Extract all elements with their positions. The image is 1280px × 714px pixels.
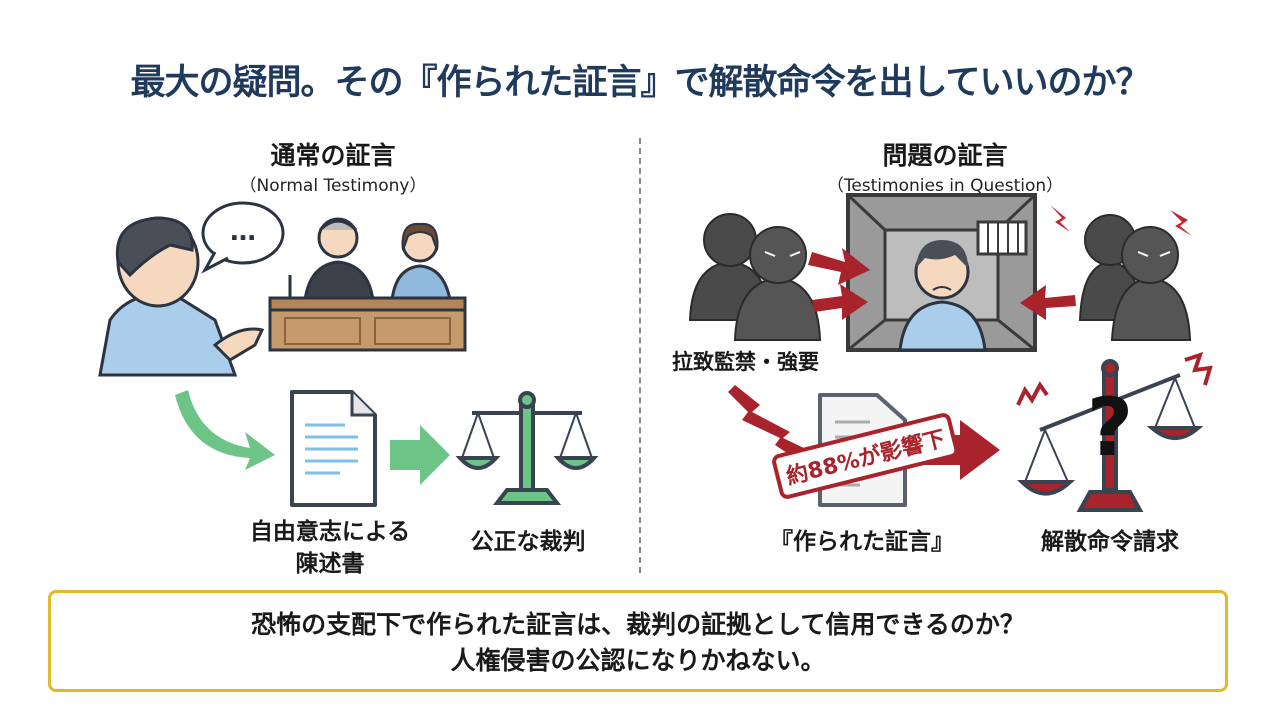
left-heading: 通常の証言 (270, 141, 396, 170)
shadow-figures-right-icon (1078, 214, 1192, 341)
page-title: 最大の疑問。その『作られた証言』で解散命令を出していいのか？ (130, 63, 1151, 103)
judges-bench-illustration (268, 217, 467, 352)
conclusion-box: 恐怖の支配下で作られた証言は、裁判の証拠として信用できるのか？ 人権侵害の公認に… (48, 590, 1228, 692)
conclusion-line-1: 恐怖の支配下で作られた証言は、裁判の証拠として信用できるのか？ (251, 610, 1025, 639)
speech-bubble-icon: … (201, 201, 285, 274)
speaker-illustration (98, 216, 265, 377)
right-heading: 問題の証言 (882, 141, 1008, 170)
shadow-figures-left-icon (688, 213, 822, 341)
left-subheading: （Normal Testimony） (239, 176, 427, 196)
shake-marks-icon (1016, 351, 1213, 406)
right-subheading: （Testimonies in Question） (826, 176, 1064, 196)
free-will-statement-label-2: 陳述書 (295, 551, 365, 577)
section-divider (639, 138, 641, 573)
dissolution-order-label: 解散命令請求 (1041, 529, 1179, 555)
free-will-statement-label-1: 自由意志による (249, 519, 411, 545)
document-icon (290, 390, 377, 507)
fair-trial-label: 公正な裁判 (470, 529, 586, 555)
green-curve-arrow-icon (175, 390, 275, 470)
svg-text:?: ? (1087, 381, 1133, 474)
red-arrows-icon (808, 248, 1076, 320)
balanced-scale-icon (455, 391, 599, 505)
unbalanced-scale-icon: ? (1017, 359, 1204, 512)
conclusion-line-2: 人権侵害の公認になりかねない。 (450, 646, 826, 675)
anger-marks-icon (1050, 205, 1192, 236)
green-arrow-icon (390, 425, 450, 485)
fabricated-testimony-label: 『作られた証言』 (770, 529, 954, 555)
red-zigzag-arrow-icon (728, 385, 808, 455)
svg-text:…: … (230, 217, 256, 247)
confinement-room-illustration (846, 193, 1037, 352)
coercion-label: 拉致監禁・強要 (672, 350, 819, 374)
